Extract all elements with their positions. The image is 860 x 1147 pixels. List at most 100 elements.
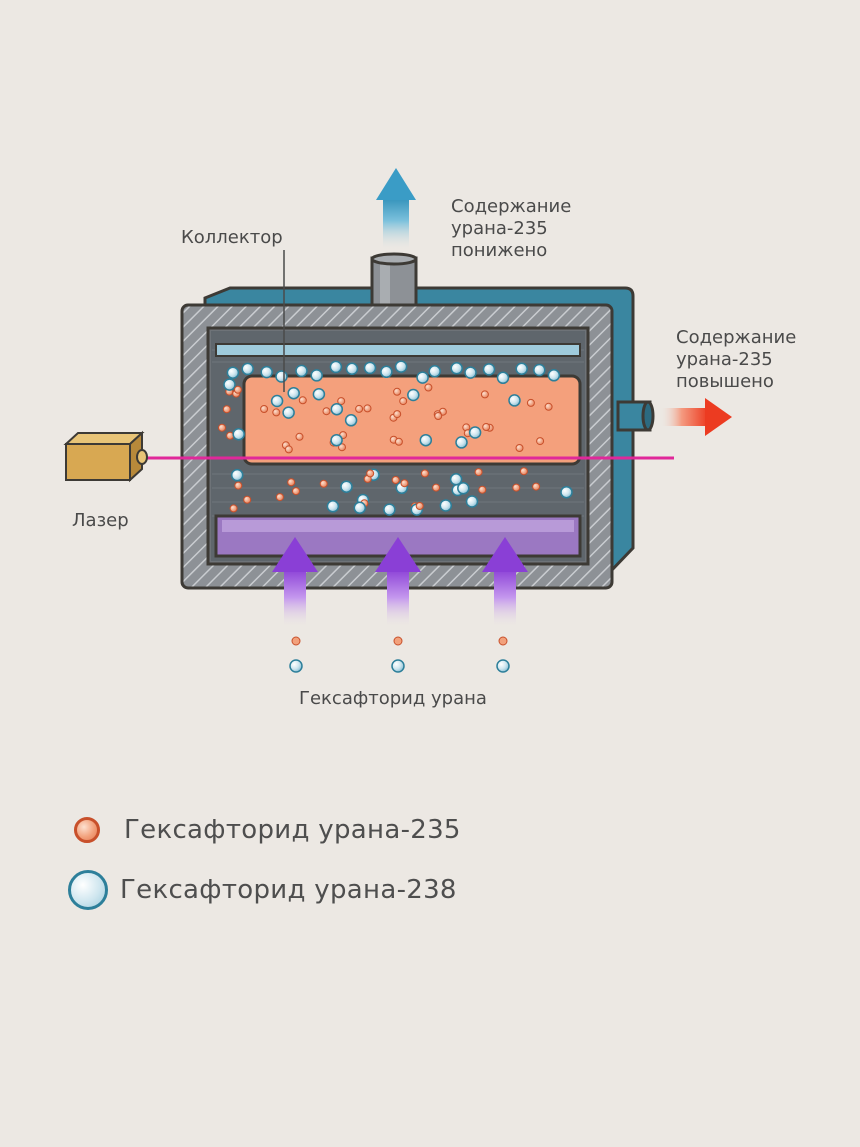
particle-u235: [544, 402, 553, 411]
particle-u235: [432, 483, 441, 492]
legend-label: Гексафторид урана-238: [120, 875, 457, 905]
particle-u238: [547, 369, 561, 382]
orange-particle-icon: [74, 817, 100, 843]
particle-u235: [243, 495, 252, 504]
particle-u238: [312, 387, 326, 401]
particle-u235: [478, 485, 487, 494]
particle-u235: [399, 397, 408, 406]
particle-u238: [310, 369, 323, 382]
particle-u235: [532, 482, 541, 491]
particle-u235: [519, 467, 528, 476]
particle-u235: [222, 405, 231, 414]
particle-u238: [515, 362, 528, 376]
particle-u235: [260, 405, 269, 413]
enriched-label: Содержание урана-235 повышено: [676, 327, 797, 392]
laser-device: [63, 430, 148, 483]
particle-u238: [287, 386, 300, 400]
particle-u235: [474, 468, 483, 477]
particle-u238: [508, 394, 521, 407]
particle-u238: [455, 436, 468, 449]
particle-u238: [383, 503, 396, 516]
particle-u235: [512, 483, 521, 492]
particle-u238: [223, 378, 236, 391]
particle-u238: [416, 371, 429, 384]
particle-u235: [272, 408, 281, 417]
particle-u238: [533, 363, 546, 377]
particle-u235: [234, 481, 243, 490]
particle-u235: [298, 396, 307, 405]
particle-u235: [536, 437, 545, 446]
particle-u235: [338, 443, 346, 452]
feed-arrow-3: [482, 537, 528, 628]
particle-u238: [329, 360, 343, 374]
particle-u238: [295, 364, 308, 378]
particle-u235: [275, 493, 284, 502]
feed-arrows: [272, 537, 528, 673]
particle-u238: [340, 480, 353, 493]
feed-arrow-2: [375, 537, 421, 628]
particle-u238: [344, 414, 358, 427]
particles: [218, 360, 573, 516]
particle-u238: [282, 406, 295, 419]
depleted-label: Содержание урана-235 понижено: [451, 196, 572, 261]
particle-u238: [260, 365, 273, 379]
particle-u238: [428, 365, 441, 378]
collector-label: Коллектор: [181, 227, 283, 248]
particle-u235: [363, 404, 372, 413]
particle-u235: [415, 502, 424, 510]
particle-u235: [319, 479, 328, 488]
enriched-outlet-arrow: [660, 398, 732, 436]
particle-u235: [393, 410, 402, 419]
particle-u238: [449, 473, 463, 486]
particle-u235: [284, 445, 293, 454]
particle-u238: [232, 427, 245, 441]
particle-u238: [330, 402, 344, 416]
particle-u238: [241, 362, 254, 376]
legend-item-u235: Гексафторид урана-235: [68, 810, 461, 850]
particle-u235: [322, 407, 331, 416]
particle-u238: [407, 388, 420, 402]
particle-u238: [363, 361, 377, 375]
blue-particle-icon: [68, 870, 108, 910]
collector-plate: [215, 343, 581, 357]
particle-u235: [515, 444, 524, 452]
particle-u238: [468, 426, 482, 439]
particle-u238: [353, 501, 367, 515]
particle-u235: [480, 390, 489, 399]
particle-u238: [345, 362, 359, 376]
particle-u235: [394, 437, 403, 446]
particle-u235: [292, 487, 300, 496]
particle-u235: [229, 504, 238, 513]
particle-u238: [464, 366, 477, 379]
particle-u235: [366, 469, 375, 478]
particle-u235: [355, 404, 364, 413]
particle-u238: [419, 433, 433, 447]
legend-item-u238: Гексафторид урана-238: [68, 870, 457, 910]
particle-u235: [287, 478, 296, 487]
particle-u238: [450, 362, 463, 375]
particle-u238: [230, 468, 244, 482]
feed-label: Гексафторид урана: [299, 688, 487, 709]
particle-u235: [526, 398, 535, 407]
particle-u238: [380, 365, 393, 379]
particle-u235: [233, 385, 242, 394]
legend-label: Гексафторид урана-235: [124, 815, 461, 845]
particle-u238: [482, 363, 496, 376]
particle-u238: [270, 394, 284, 408]
particle-u235: [424, 383, 433, 392]
laser-label: Лазер: [72, 510, 129, 531]
particle-u238: [560, 485, 573, 499]
particle-u238: [330, 433, 343, 447]
particle-u238: [394, 360, 408, 373]
particle-u235: [218, 423, 226, 432]
particle-u238: [226, 366, 240, 379]
particle-u235: [482, 423, 491, 431]
particle-u235: [337, 397, 346, 406]
particle-u235: [391, 476, 400, 484]
particle-u238: [465, 495, 479, 508]
particle-u238: [496, 371, 510, 385]
particle-u238: [275, 370, 288, 383]
depleted-outlet-arrow: [376, 168, 416, 251]
particle-u238: [457, 482, 470, 495]
